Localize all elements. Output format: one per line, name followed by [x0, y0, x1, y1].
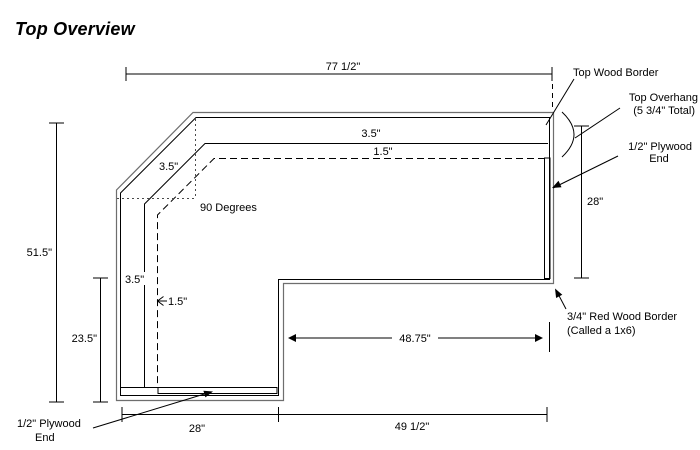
leader-line	[92, 391, 212, 429]
corner-angle-label: 90 Degrees	[200, 202, 257, 214]
border-chamfer-label: 3.5"	[159, 161, 178, 173]
annotation-red-wood-border: 3/4" Red Wood Border (Called a 1x6)	[555, 288, 677, 337]
leader-arrowhead	[555, 288, 563, 298]
top-wood-border-label: Top Wood Border	[573, 67, 659, 79]
plywood-bottom-label-line2: End	[35, 432, 55, 444]
annotation-top-wood-border: Top Wood Border	[545, 67, 659, 126]
dim-bottom-right-label: 49 1/2"	[395, 421, 430, 433]
plywood-end-bar-bottom	[157, 387, 278, 394]
border-top-label: 3.5"	[361, 128, 380, 140]
countertop-outline	[115, 111, 555, 402]
border-width-labels: 3.5" 1.5" 3.5" 3.5" 1.5"	[123, 128, 393, 308]
dim-bottom-left-label: 28"	[189, 423, 205, 435]
red-border-label-line2: (Called a 1x6)	[567, 325, 635, 337]
right-arrowhead	[535, 334, 543, 342]
annotation-plywood-end-bottom: 1/2" Plywood End	[17, 390, 213, 444]
dim-left-height: 51.5"	[27, 122, 64, 403]
plywood-bottom-label-line1: 1/2" Plywood	[17, 418, 81, 430]
left-arrowhead	[288, 334, 296, 342]
outer-edge-outline	[115, 111, 555, 402]
overhang-bracket-arc	[561, 111, 575, 158]
leader-line	[574, 107, 621, 139]
dim-left-lower: 23.5"	[72, 277, 108, 403]
dim-notch-width: 48.75"	[288, 322, 550, 352]
annotation-plywood-end-right: 1/2" Plywood End	[552, 141, 692, 189]
plywood-dashed-outline	[157, 158, 545, 387]
dim-right-height: 28"	[574, 125, 603, 279]
leader-arrowhead	[203, 390, 213, 398]
dim-top-width: 77 1/2"	[125, 61, 553, 111]
top-wood-border-inner-line	[144, 143, 548, 387]
leader-line	[552, 155, 619, 189]
dim-right-height-label: 28"	[587, 196, 603, 208]
plywood-right-label-line1: 1/2" Plywood	[628, 141, 692, 153]
inset-left-arrowhead	[156, 296, 164, 306]
dim-left-height-label: 51.5"	[27, 247, 52, 259]
red-border-label-line1: 3/4" Red Wood Border	[567, 311, 677, 323]
label-background	[392, 329, 438, 344]
dim-top-width-label: 77 1/2"	[326, 61, 361, 73]
dim-notch-width-label: 48.75"	[399, 333, 431, 345]
plywood-right-label-line2: End	[649, 153, 669, 165]
corner-construction: 90 Degrees	[117, 119, 257, 214]
dim-bottom: 28" 49 1/2"	[121, 407, 548, 435]
inset-left-label: 1.5"	[168, 296, 187, 308]
inset-top-label: 1.5"	[373, 146, 392, 158]
red-wood-border-inner-outline	[120, 117, 550, 396]
border-left-label: 3.5"	[125, 274, 144, 286]
page-title: Top Overview	[15, 19, 135, 39]
top-overhang-label-line2: (5 3/4" Total)	[633, 105, 695, 117]
label-background	[123, 272, 148, 285]
dim-left-lower-label: 23.5"	[72, 333, 97, 345]
leader-arrowhead	[552, 180, 562, 188]
annotation-top-overhang: Top Overhang (5 3/4" Total)	[574, 92, 698, 139]
plywood-end-bar-right	[544, 157, 551, 279]
leader-line	[545, 78, 575, 126]
plywood-ends	[120, 157, 551, 394]
top-overhang-label-line1: Top Overhang	[629, 92, 698, 104]
